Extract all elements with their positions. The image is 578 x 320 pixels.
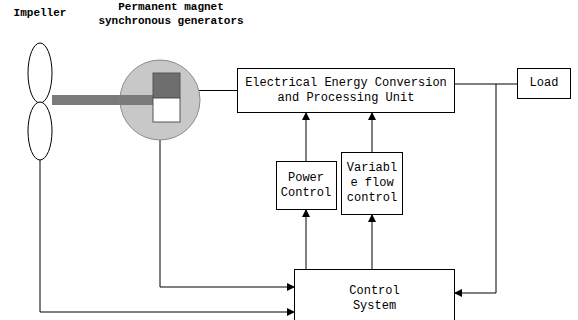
signal-line (160, 140, 294, 287)
load-box: Load (517, 68, 571, 99)
signal-line (455, 84, 517, 85)
impeller-figure: Impeller (4, 6, 76, 162)
rotor-north (153, 73, 180, 98)
shaft-connector (52, 95, 120, 105)
box-label: Variabl e flow control (346, 161, 398, 206)
part-label: Impeller (4, 6, 76, 20)
shaft (120, 95, 153, 105)
box-label: Load (530, 76, 559, 91)
power-control-box: Power Control (276, 161, 337, 210)
conversion-unit-box: Electrical Energy Conversion and Process… (237, 68, 455, 113)
signal-line (372, 215, 373, 269)
part-label: Permanent magnet synchronous generators (96, 0, 246, 28)
signal-line (306, 210, 307, 269)
generator-figure: Permanent magnet synchronous generators (96, 0, 246, 141)
blade (28, 43, 52, 103)
flow-control-box: Variabl e flow control (341, 152, 403, 215)
signal-line (40, 160, 294, 312)
signal-line (199, 90, 237, 91)
box-label: Electrical Energy Conversion and Process… (242, 76, 450, 106)
signal-line (455, 84, 496, 293)
signal-line (306, 113, 307, 161)
impeller-blades (4, 6, 76, 162)
control-system-box: Control System (294, 269, 455, 320)
box-label: Power Control (281, 171, 332, 201)
blade (28, 102, 52, 160)
generator-housing (120, 60, 200, 140)
box-label: Control System (346, 284, 404, 314)
rotor-south (153, 98, 180, 122)
signal-line (372, 113, 373, 152)
